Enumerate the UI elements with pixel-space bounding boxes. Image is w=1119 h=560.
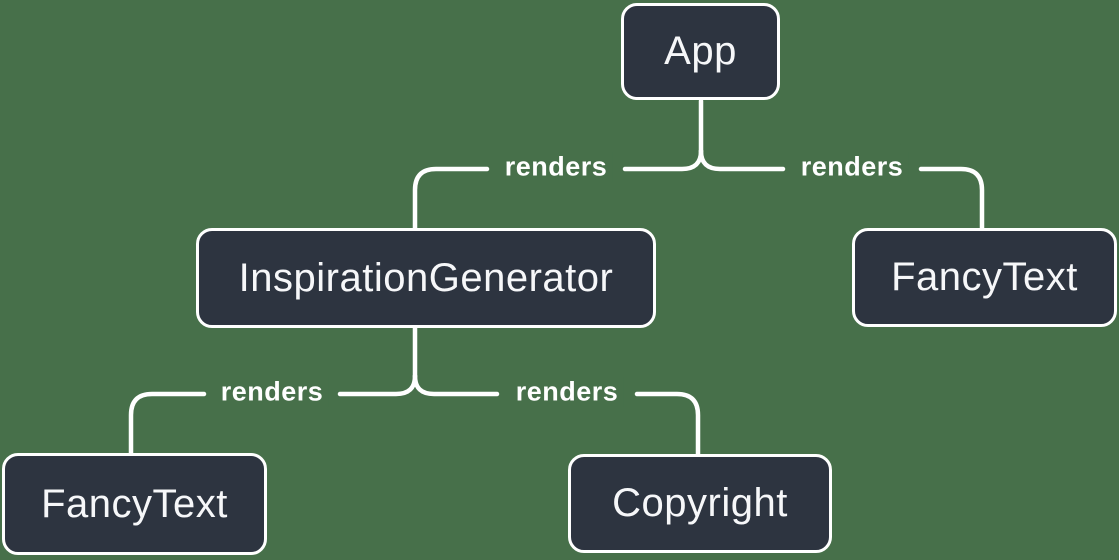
node-app-label: App: [664, 29, 737, 73]
node-fancy-text-bottom: FancyText: [2, 453, 267, 555]
node-copyright-label: Copyright: [612, 481, 788, 525]
node-fancy-text-top: FancyText: [852, 228, 1117, 327]
edge-label-inspirationgenerator-copyright: renders: [510, 376, 624, 408]
node-inspiration-generator: InspirationGenerator: [196, 228, 656, 328]
edge-line: [918, 166, 985, 232]
edge-line: [128, 391, 207, 457]
edge-line: [337, 373, 418, 397]
node-app: App: [621, 3, 780, 100]
edge-line: [412, 373, 500, 397]
edge-label-app-inspirationgenerator: renders: [499, 151, 613, 183]
node-inspiration-generator-label: InspirationGenerator: [238, 255, 614, 300]
edge-line: [698, 148, 786, 172]
edge-line: [412, 166, 490, 232]
edge-line: [622, 148, 704, 172]
edge-line: [634, 391, 701, 458]
node-copyright: Copyright: [568, 454, 832, 553]
node-fancy-text-bottom-label: FancyText: [41, 481, 228, 526]
edge-app-to-fancytext: [698, 148, 985, 232]
edge-inspirationgenerator-to-copyright: [412, 373, 701, 458]
edge-label-app-fancytext: renders: [795, 151, 909, 183]
edge-label-inspirationgenerator-fancytext: renders: [215, 376, 329, 408]
node-fancy-text-top-label: FancyText: [891, 255, 1078, 299]
